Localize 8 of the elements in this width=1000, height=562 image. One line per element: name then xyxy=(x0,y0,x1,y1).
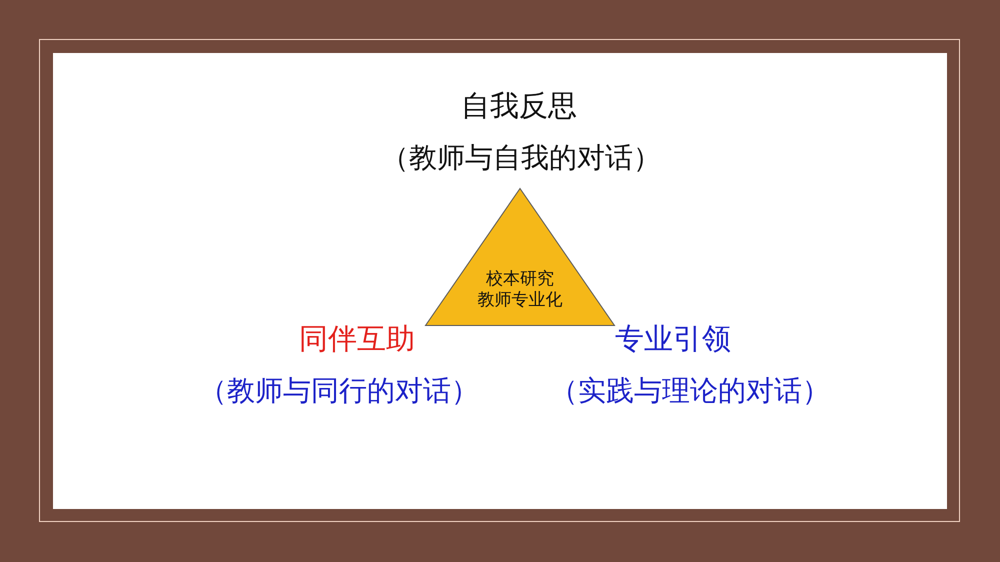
vertex-heading: 同伴互助 xyxy=(299,322,415,356)
vertex-heading: 自我反思 xyxy=(461,89,577,123)
vertex-subtitle: （教师与同行的对话） xyxy=(199,374,479,408)
vertex-subtitle: （教师与自我的对话） xyxy=(381,142,661,174)
vertex-subtitle: （实践与理论的对话） xyxy=(550,374,830,408)
triangle-label: 教师专业化 xyxy=(478,291,562,311)
triangle-label: 校本研究 xyxy=(486,270,554,290)
vertex-heading: 专业引领 xyxy=(615,322,731,356)
